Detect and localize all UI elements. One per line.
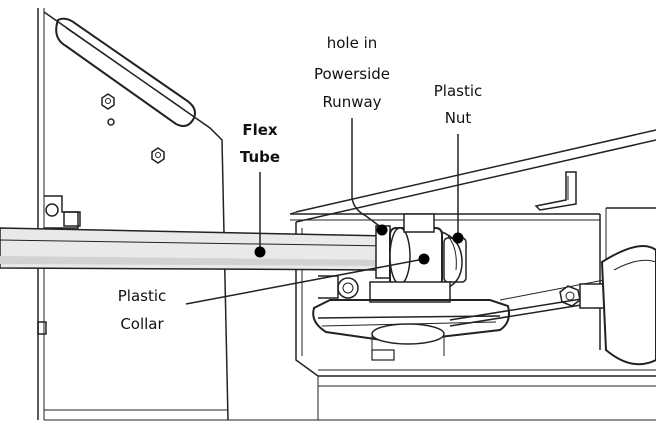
leader-lines [185, 118, 464, 305]
callout-collar-line2: Collar [120, 315, 164, 333]
callout-collar-line1: Plastic [118, 287, 167, 305]
leader-hole-runway [351, 118, 383, 229]
flex-tube [0, 227, 396, 271]
callout-hole-in-powerside-runway: hole in Powerside Runway [314, 34, 390, 111]
leader-dot-hole-runway [376, 224, 388, 236]
cable-and-motor [449, 245, 656, 366]
callout-hole-line2: Powerside [314, 65, 390, 83]
right-housing [290, 171, 656, 420]
leader-plastic-collar [185, 258, 425, 305]
callout-flex-line1: Flex [242, 121, 278, 139]
callout-hole-line3: Runway [322, 93, 381, 111]
left-frame-plate [37, 8, 656, 421]
leader-dot-plastic-collar [418, 253, 430, 265]
callout-nut-line2: Nut [445, 109, 472, 127]
leader-dot-flex-tube [254, 246, 266, 258]
callout-hole-line1: hole in [327, 34, 378, 52]
pulley [312, 299, 510, 361]
upper-rail [289, 129, 656, 223]
callout-flex-tube: Flex Tube [240, 121, 280, 166]
callout-plastic-nut: Plastic Nut [434, 82, 483, 127]
callout-flex-line2: Tube [240, 148, 280, 166]
callout-plastic-collar: Plastic Collar [118, 287, 167, 333]
callout-nut-line1: Plastic [434, 82, 483, 100]
leader-dot-plastic-nut [452, 232, 464, 244]
